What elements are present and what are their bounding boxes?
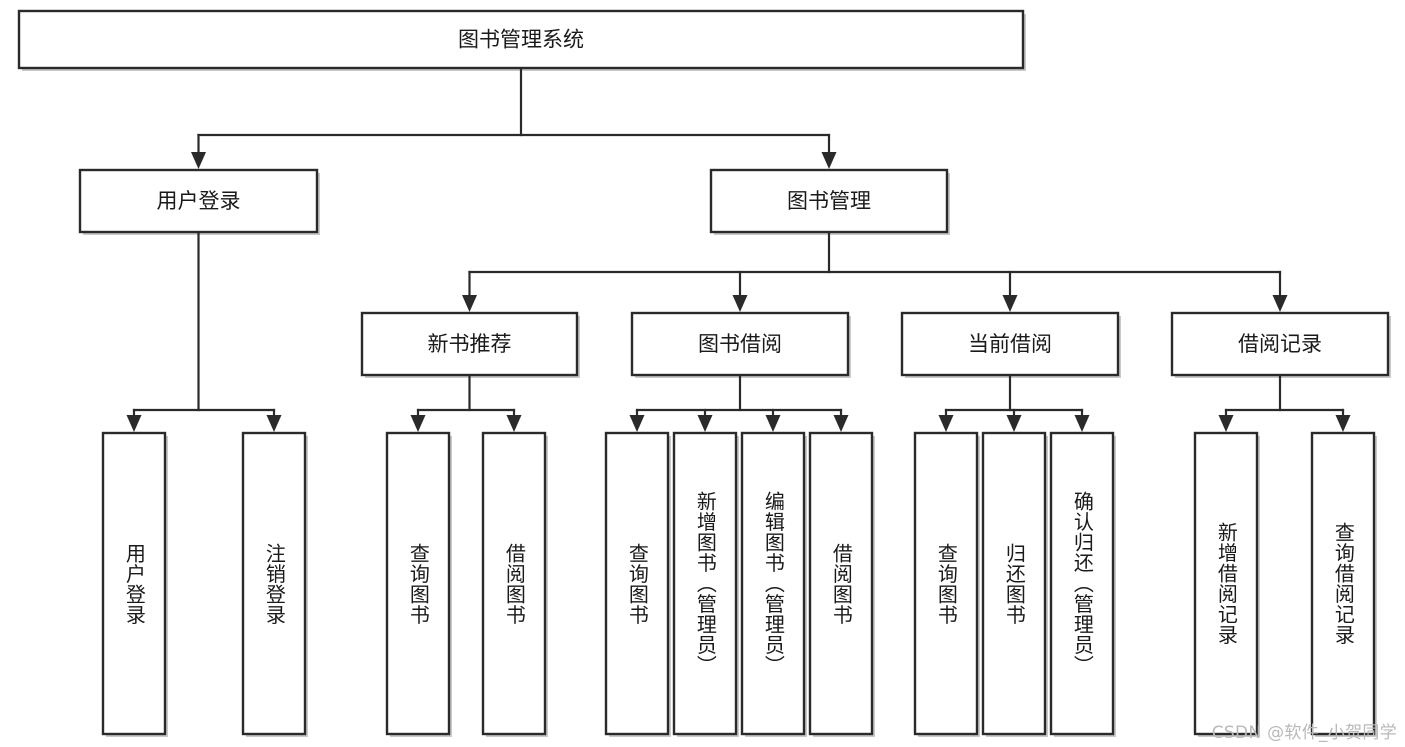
- node-leaf-borrow-book-1[interactable]: [481, 431, 547, 736]
- arrow-to-leaf-query-record: [1335, 415, 1351, 432]
- node-new-book-recommend[interactable]: [360, 311, 579, 377]
- arrow-to-book-manage: [821, 152, 837, 169]
- arrow-to-leaf-query-book-1: [410, 415, 426, 432]
- node-leaf-query-book-2[interactable]: [604, 431, 670, 736]
- arrow-to-leaf-confirm-return: [1074, 415, 1090, 432]
- node-leaf-return-book[interactable]: [981, 431, 1047, 736]
- node-book-borrow-label: 图书借阅: [698, 332, 782, 356]
- arrow-to-leaf-return-book: [1006, 415, 1022, 432]
- node-leaf-user-login[interactable]: [101, 431, 167, 736]
- arrow-to-leaf-edit-book: [765, 415, 781, 432]
- arrow-to-leaf-logout-login: [266, 415, 282, 432]
- node-leaf-query-record[interactable]: [1310, 431, 1376, 736]
- node-leaf-borrow-book-2[interactable]: [808, 431, 874, 736]
- node-borrow-record[interactable]: [1170, 311, 1390, 377]
- node-user-login-label: 用户登录: [157, 189, 241, 213]
- arrow-to-user-login: [191, 152, 206, 169]
- connector-layer: [126, 66, 1351, 432]
- arrow-to-borrow-record: [1272, 295, 1288, 312]
- arrow-to-leaf-add-book: [697, 415, 713, 432]
- node-leaf-logout-login[interactable]: [241, 431, 307, 736]
- node-current-borrow[interactable]: [900, 311, 1120, 377]
- arrow-to-leaf-borrow-book-2: [833, 415, 849, 432]
- arrow-to-leaf-add-record: [1218, 415, 1234, 432]
- node-leaf-query-book-1[interactable]: [385, 431, 451, 736]
- node-borrow-record-label: 借阅记录: [1238, 332, 1322, 356]
- node-book-borrow[interactable]: [630, 311, 850, 377]
- node-leaf-query-book-3[interactable]: [913, 431, 979, 736]
- node-leaf-add-book[interactable]: [672, 431, 738, 736]
- arrow-to-leaf-query-book-3: [938, 415, 954, 432]
- node-leaf-add-record[interactable]: [1193, 431, 1259, 736]
- node-leaf-edit-book[interactable]: [740, 431, 806, 736]
- arrow-to-leaf-user-login: [126, 415, 142, 432]
- arrow-to-new-book-recommend: [462, 295, 477, 312]
- node-leaf-confirm-return[interactable]: [1049, 431, 1115, 736]
- arrow-to-current-borrow: [1002, 295, 1018, 312]
- node-book-manage-label: 图书管理: [787, 189, 871, 213]
- box-layer: [17, 9, 1390, 736]
- watermark-text: CSDN @软件_小贺同学: [1211, 723, 1397, 743]
- root-node[interactable]: [17, 9, 1025, 70]
- arrow-to-book-borrow: [732, 295, 748, 312]
- arrow-to-leaf-query-book-2: [629, 415, 645, 432]
- node-new-book-recommend-label: 新书推荐: [428, 332, 512, 356]
- node-book-manage[interactable]: [709, 168, 949, 234]
- node-current-borrow-label: 当前借阅: [968, 332, 1052, 356]
- root-node-label: 图书管理系统: [458, 28, 584, 52]
- node-user-login[interactable]: [78, 168, 319, 234]
- arrow-to-leaf-borrow-book-1: [506, 415, 522, 432]
